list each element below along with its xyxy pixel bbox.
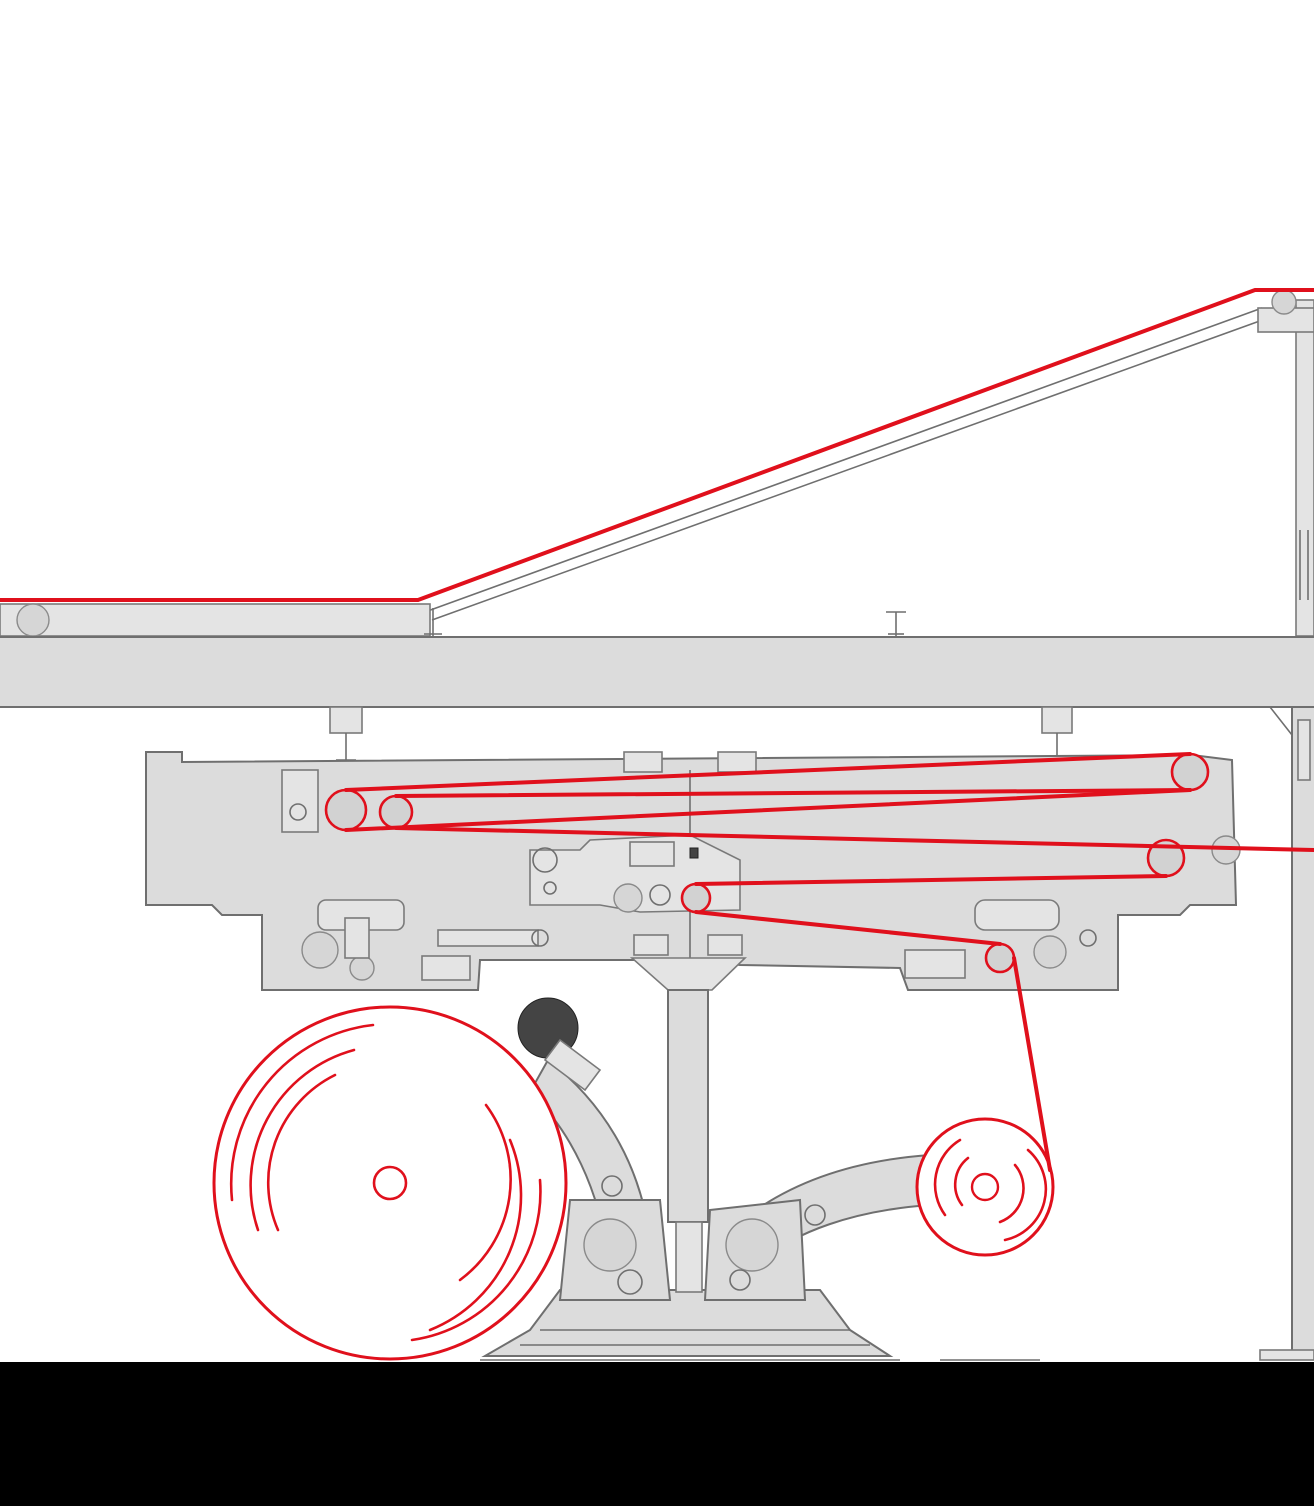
hanger: [1041, 706, 1073, 761]
unwind-reel-small: [915, 1117, 1055, 1257]
upper-web-guide: [0, 289, 1314, 637]
floor: [0, 1362, 1314, 1506]
drive-motor: [517, 997, 602, 1092]
overhead-beam: [0, 636, 1314, 1361]
gearbox-right: [703, 1198, 826, 1301]
hanger: [329, 706, 363, 761]
lower-left-assembly: [301, 899, 549, 981]
guide-stand: [886, 611, 906, 636]
unwind-reel-large: [212, 1005, 568, 1361]
laminator-frame: [145, 751, 1241, 1223]
gearbox-left: [558, 1175, 672, 1301]
lower-right-assembly: [904, 899, 1097, 979]
guide-stand: [424, 608, 442, 636]
web-path: [0, 288, 1314, 1172]
